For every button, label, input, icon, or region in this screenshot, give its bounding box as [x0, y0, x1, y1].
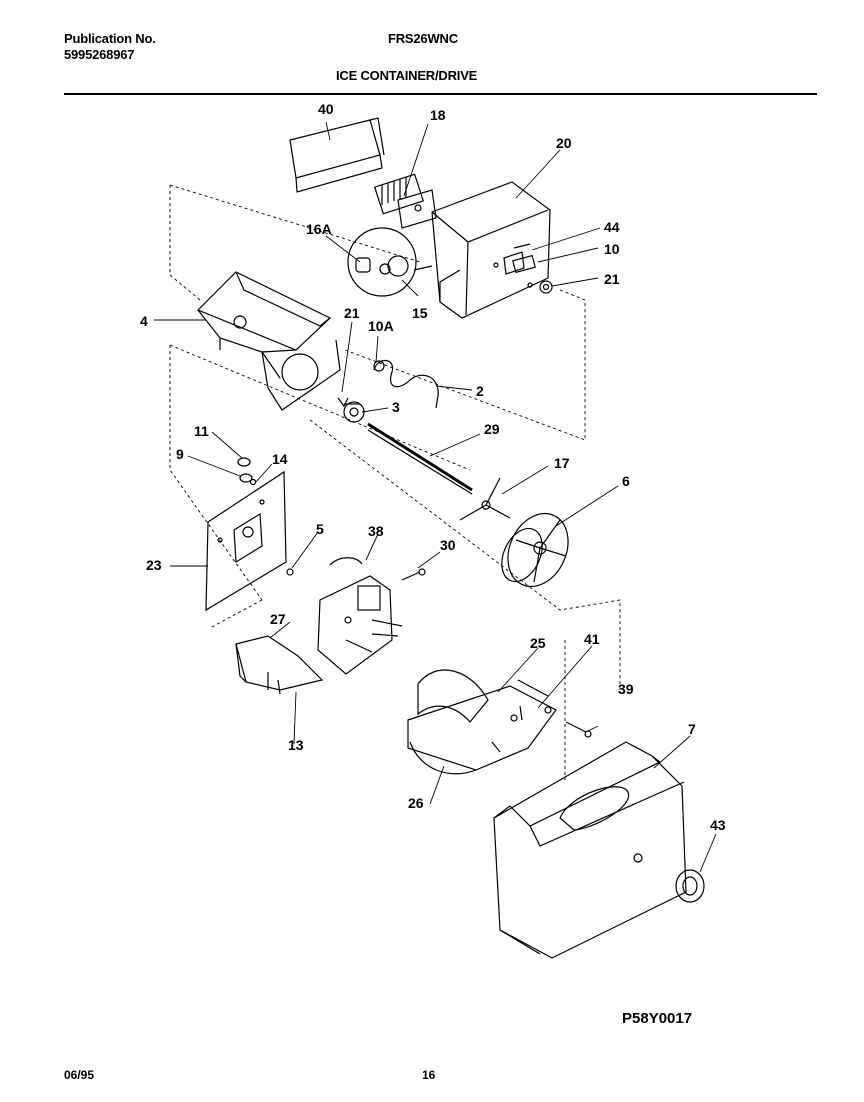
callout-26: 26: [408, 795, 424, 811]
callout-44: 44: [604, 219, 620, 235]
callout-39: 39: [618, 681, 634, 697]
part-2-wire-spring: [373, 359, 439, 409]
callout-15: 15: [412, 305, 428, 321]
callout-23: 23: [146, 557, 162, 573]
part-38-actuator: [317, 557, 403, 675]
callout-21-lower: 21: [344, 305, 360, 321]
part-4-tray: [196, 271, 341, 411]
parts-11-9-14-washers: [237, 457, 257, 486]
part-20-housing: [431, 181, 551, 319]
callout-11: 11: [194, 423, 209, 439]
callout-10: 10: [604, 241, 620, 257]
header-rule: [64, 93, 817, 95]
callout-16a: 16A: [306, 221, 332, 237]
model-number: FRS26WNC: [388, 31, 458, 46]
callout-4: 4: [140, 313, 148, 329]
callout-20: 20: [556, 135, 572, 151]
callout-27: 27: [270, 611, 286, 627]
part-18-motor: [373, 173, 437, 229]
callout-30: 30: [440, 537, 456, 553]
callout-38: 38: [368, 523, 384, 539]
part-43-button: [675, 869, 705, 903]
assembly-guide-lines: [169, 184, 621, 780]
callout-43: 43: [710, 817, 726, 833]
callout-3: 3: [392, 399, 400, 415]
callout-7: 7: [688, 721, 696, 737]
callout-40: 40: [318, 101, 334, 117]
publication-label: Publication No.: [64, 31, 156, 46]
part-6-wheel: [501, 512, 569, 588]
callout-41: 41: [584, 631, 600, 647]
part-30-screw: [401, 568, 426, 581]
section-title: ICE CONTAINER/DRIVE: [336, 68, 478, 83]
callout-9: 9: [176, 446, 184, 462]
callout-29: 29: [484, 421, 500, 437]
callout-labels: 40 18 20 44 16A 10 21 15 4 21 10A 2 3 11…: [140, 101, 726, 833]
part-27-deflector: [235, 635, 324, 695]
callout-17: 17: [554, 455, 570, 471]
part-26-chute-housing: [407, 669, 557, 775]
callout-6: 6: [622, 473, 630, 489]
page-number: 16: [422, 1068, 436, 1082]
part-23-plate: [205, 470, 287, 612]
callout-13: 13: [288, 737, 304, 753]
part-16a-15-detail: [347, 227, 433, 297]
footer-date: 06/95: [64, 1068, 95, 1082]
callout-14: 14: [272, 451, 288, 467]
callout-25: 25: [530, 635, 546, 651]
callout-10a: 10A: [368, 318, 394, 334]
part-17-blade: [459, 477, 511, 521]
callout-21-upper: 21: [604, 271, 620, 287]
parts-44-10-21: [512, 243, 553, 294]
callout-18: 18: [430, 107, 446, 123]
callout-2: 2: [476, 383, 484, 399]
part-7-ice-bucket: [493, 741, 687, 959]
publication-number: 5995268967: [64, 47, 135, 62]
part-29-shaft: [367, 422, 473, 495]
part-3-gear: [337, 397, 365, 423]
callout-leader-lines: [154, 121, 717, 873]
callout-5: 5: [316, 521, 324, 537]
part-5-pin: [286, 568, 294, 576]
part-40-cover-strip: [289, 117, 385, 193]
diagram-code: P58Y0017: [622, 1010, 693, 1027]
